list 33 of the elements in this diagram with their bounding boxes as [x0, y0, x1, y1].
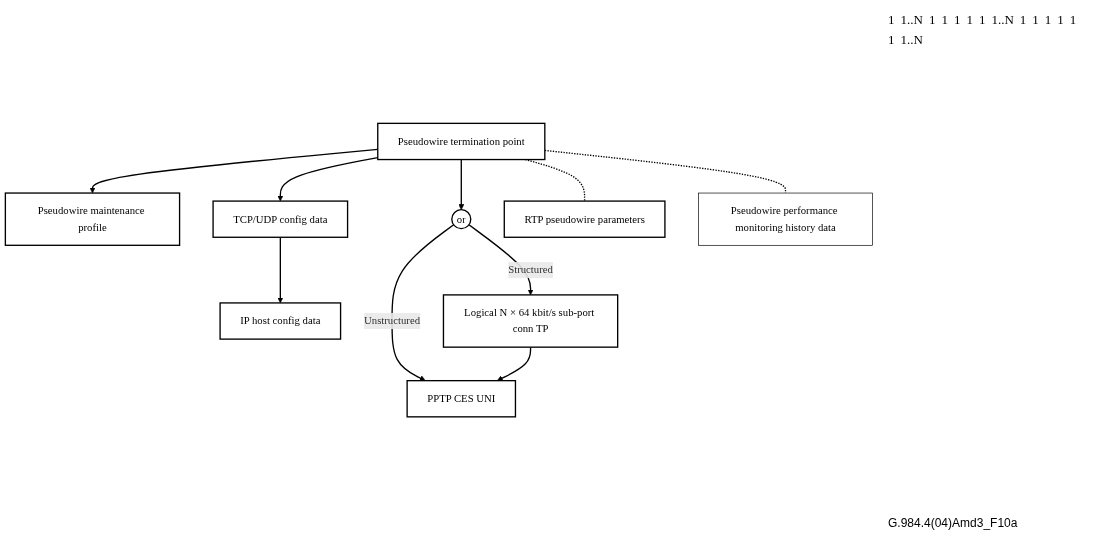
multiplicity-label: 1: [888, 12, 895, 28]
node-box: TCP/UDP config data: [212, 200, 349, 238]
multiplicity-label: 1..N: [991, 12, 1014, 28]
multiplicity-label: 1..N: [900, 12, 923, 28]
multiplicity-label: 1: [966, 12, 973, 28]
node-circle: or: [451, 208, 472, 230]
node-box: Pseudowire maintenance profile: [4, 192, 181, 246]
multiplicity-label: 1: [1044, 12, 1052, 28]
node-box: Pseudowire performance monitoring history data: [698, 192, 873, 246]
figure-caption: G.984.4(04)Amd3_F10a: [888, 516, 1019, 530]
arrow: [277, 156, 379, 202]
node-box: IP host config data: [219, 302, 342, 340]
node-box: Pseudowire termination point: [377, 122, 546, 161]
multiplicity-label: 1: [1032, 12, 1039, 28]
edge-label: Unstructured: [364, 314, 420, 327]
node-box: RTP pseudowire parameters: [503, 200, 666, 238]
arrow: [277, 236, 284, 304]
edge-label: Structured: [508, 263, 553, 276]
node-box: PPTP CES UNI: [406, 379, 517, 418]
node-box: Logical N × 64 kbit/s sub-port conn TP: [442, 294, 619, 348]
multiplicity-label: 1: [978, 12, 986, 28]
multiplicity-label: 1: [941, 12, 948, 28]
multiplicity-label: 1: [1057, 12, 1064, 28]
multiplicity-label: 1: [1069, 12, 1077, 28]
arrow: [458, 158, 465, 210]
multiplicity-label: 1: [928, 12, 936, 28]
multiplicity-label: 1..N: [900, 32, 923, 48]
arrow: [497, 346, 532, 381]
multiplicity-label: 1: [888, 32, 895, 48]
multiplicity-label: 1: [1019, 12, 1027, 28]
multiplicity-label: 1: [953, 12, 961, 28]
arrow: [391, 224, 455, 381]
connector: [544, 149, 787, 194]
